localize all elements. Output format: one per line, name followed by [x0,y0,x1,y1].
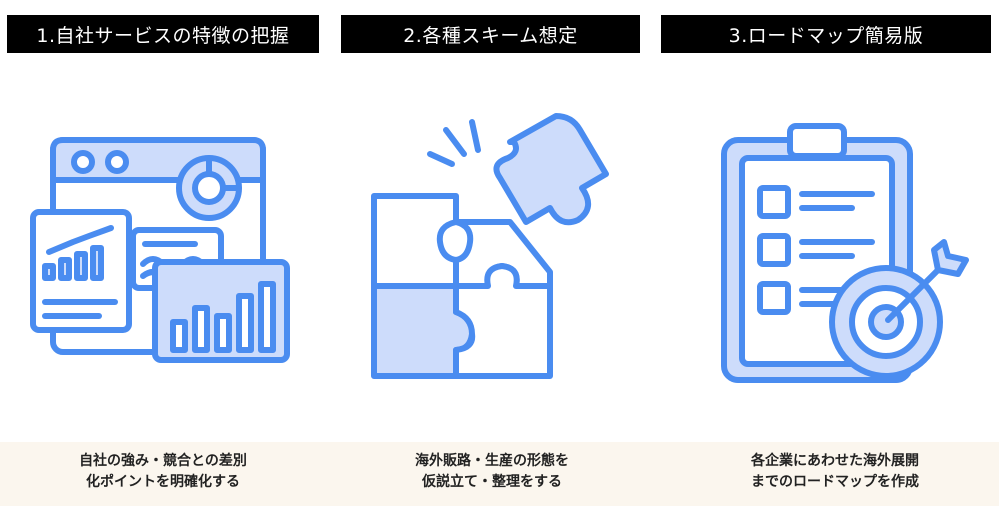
step-2-caption: 海外販路・生産の形態を 仮説立て・整理をする [362,446,622,498]
puzzle-icon [371,113,609,379]
dashboard-icon [30,137,290,363]
checklist-target-icon [721,123,969,383]
step-3-caption-line-2: までのロードマップを作成 [751,474,919,490]
step-3-title: 3.ロードマップ簡易版 [661,15,991,53]
caption-band [0,442,999,506]
step-2-caption-line-1: 海外販路・生産の形態を [415,453,569,469]
step-2-caption-line-2: 仮説立て・整理をする [422,474,562,490]
step-1-caption-line-1: 自社の強み・競合との差別 [79,453,247,469]
step-3-caption: 各企業にあわせた海外展開 までのロードマップを作成 [700,446,970,498]
step-1-caption: 自社の強み・競合との差別 化ポイントを明確化する [30,446,296,498]
step-1-caption-line-2: 化ポイントを明確化する [85,474,240,490]
step-1-title: 1.自社サービスの特徴の把握 [7,15,319,53]
step-2-title: 2.各種スキーム想定 [341,15,640,53]
step-3-caption-line-1: 各企業にあわせた海外展開 [751,453,919,469]
